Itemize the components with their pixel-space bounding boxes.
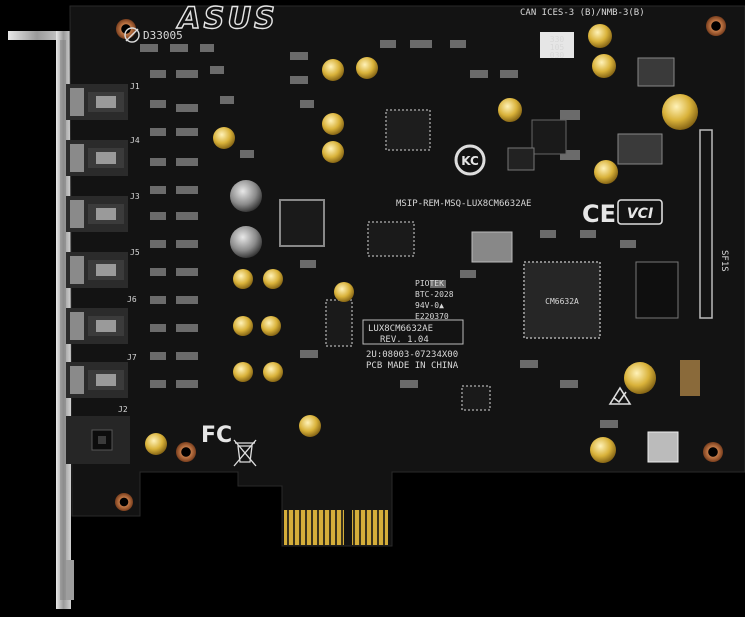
svg-text:105: 105 xyxy=(550,43,565,52)
inductor-code: 330 105 030 xyxy=(550,35,565,60)
rcm-tick-icon xyxy=(608,386,632,405)
jack-label-j5: J5 xyxy=(130,248,140,257)
board-name: LUX8CM6632AE xyxy=(368,324,433,334)
svg-text:PIOTEK: PIOTEK xyxy=(415,279,444,288)
audio-jacks xyxy=(66,84,130,464)
jack-label-j2: J2 xyxy=(118,405,128,414)
svg-text:030: 030 xyxy=(550,51,565,60)
pcie-gold-fingers xyxy=(284,510,388,545)
jack-labels: J1 J4 J3 J5 J6 J7 J2 xyxy=(118,82,140,414)
mounting-bracket xyxy=(8,31,74,609)
side-label: SF1S xyxy=(719,250,729,272)
esd-warning-icon xyxy=(124,27,140,43)
cert-id: D33005 xyxy=(143,29,183,42)
revision: REV. 1.04 xyxy=(380,335,429,345)
pcb-board xyxy=(69,5,745,547)
svg-text:BTC-2028: BTC-2028 xyxy=(415,290,454,299)
svg-text:CM6632A: CM6632A xyxy=(545,297,579,306)
fcc-mark: FC xyxy=(201,423,232,448)
smd-components xyxy=(140,40,636,428)
jack-label-j6: J6 xyxy=(127,295,137,304)
jack-label-j7: J7 xyxy=(127,353,137,362)
ce-mark: CE xyxy=(582,200,616,228)
ic-chips: CM6632A xyxy=(279,32,713,463)
compliance-text: CAN ICES-3 (B)/NMB-3(B) xyxy=(520,8,645,18)
vendor-block: PIOTEK BTC-2028 94V-0▲ E220370 xyxy=(415,279,454,321)
svg-text:E220370: E220370 xyxy=(415,312,449,321)
mounting-holes xyxy=(115,16,726,511)
made-in: PCB MADE IN CHINA xyxy=(366,361,459,371)
gold-capacitors xyxy=(145,24,698,463)
kc-mark-icon: KC xyxy=(454,144,486,176)
part-number: 2U:08003-07234X00 xyxy=(366,350,458,360)
svg-text:94V-0▲: 94V-0▲ xyxy=(415,301,444,310)
weee-bin-icon xyxy=(233,439,257,467)
svg-text:330: 330 xyxy=(550,35,565,44)
kc-mark-text: KC xyxy=(461,154,479,168)
jack-label-j1: J1 xyxy=(130,82,140,91)
vci-mark: VCI xyxy=(627,206,653,222)
jack-label-j4: J4 xyxy=(130,136,140,145)
jack-label-j3: J3 xyxy=(130,192,140,201)
model-marking: MSIP-REM-MSQ-LUX8CM6632AE xyxy=(396,199,531,209)
asus-logo: ASUS xyxy=(176,1,278,35)
black-capacitors xyxy=(230,180,262,258)
